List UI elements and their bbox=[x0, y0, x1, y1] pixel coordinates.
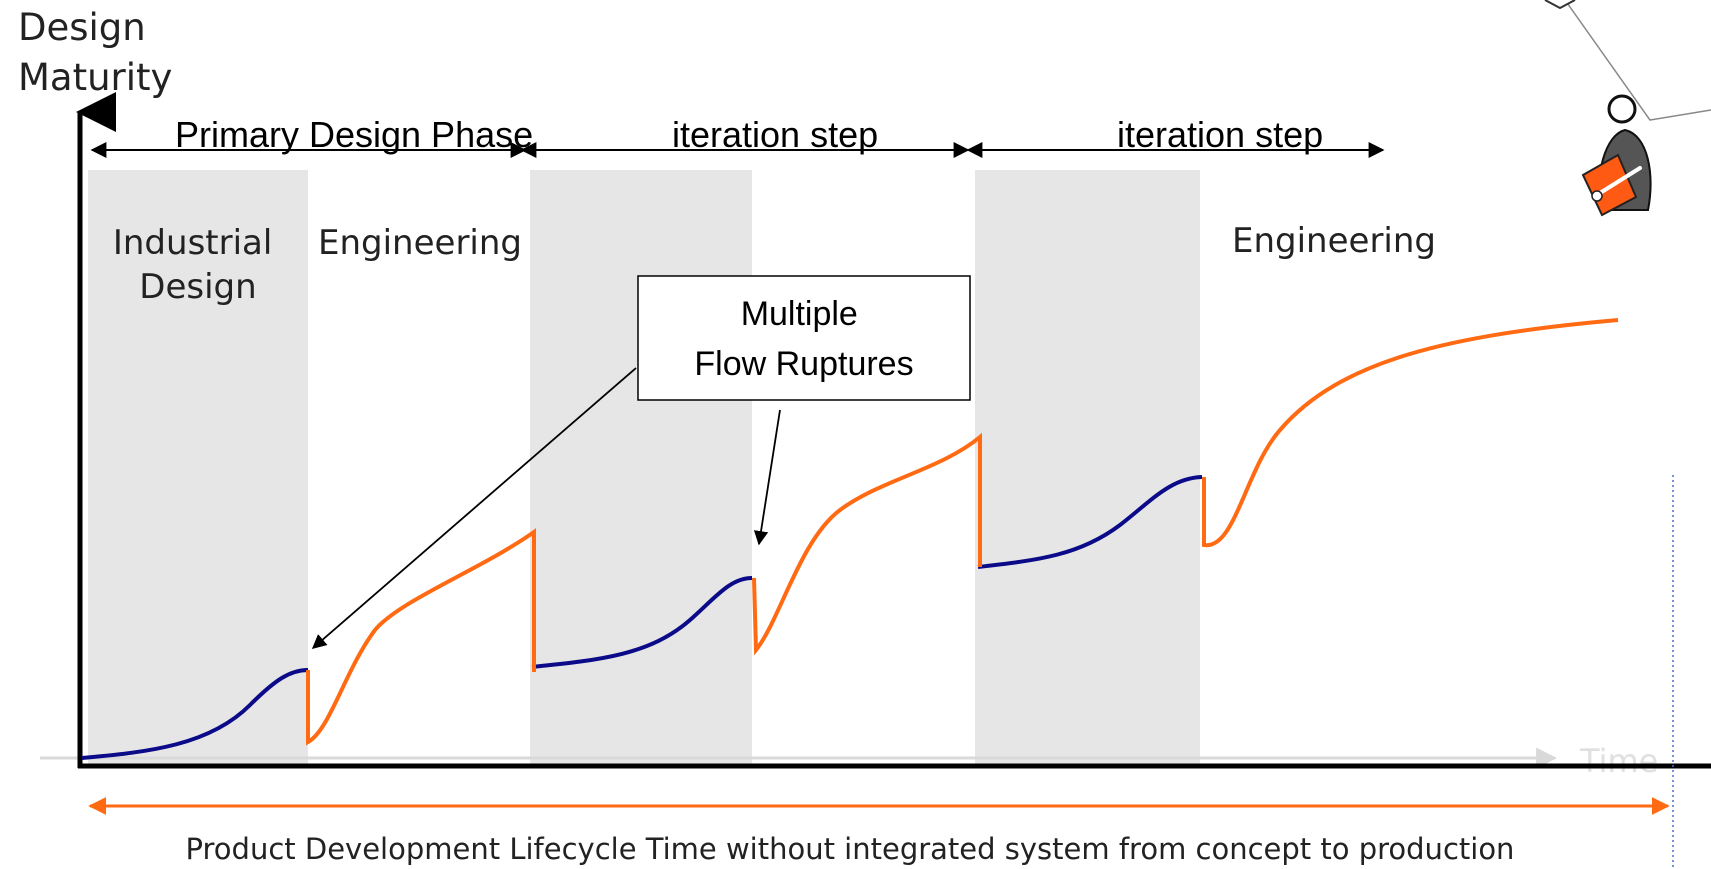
engineering-label-2: Engineering bbox=[1232, 221, 1436, 261]
design-curve-1 bbox=[81, 668, 309, 760]
primary-phase-label: Primary Design Phase bbox=[175, 114, 533, 155]
engineering-curve-3 bbox=[1202, 318, 1619, 548]
callout-pointer-2 bbox=[753, 409, 781, 546]
iteration2-phase-label: iteration step bbox=[1117, 114, 1323, 155]
industrial-design-label-line2: Design bbox=[139, 267, 256, 307]
callout-pointer-1 bbox=[311, 367, 637, 649]
iteration1-phase-label: iteration step bbox=[672, 114, 878, 155]
lifecycle-caption: Product Development Lifecycle Time witho… bbox=[186, 832, 1515, 866]
engineering-curve-2 bbox=[752, 432, 982, 656]
iteration1-design-band bbox=[530, 170, 752, 768]
callout-line1: Multiple bbox=[741, 295, 858, 333]
callout-pointer-3 bbox=[977, 367, 1164, 461]
industrial-design-band bbox=[88, 170, 308, 768]
engineering-label-1: Engineering bbox=[318, 223, 522, 263]
time-axis-label: Time bbox=[1579, 742, 1658, 780]
industrial-design-label: Industrial Design bbox=[113, 223, 283, 307]
y-axis-label-line1: Design bbox=[18, 6, 146, 49]
engineering-curve-1 bbox=[306, 528, 536, 746]
design-curve-3 bbox=[977, 475, 1203, 569]
person-with-clipboard-icon bbox=[1544, 0, 1711, 217]
y-axis-label-line2: Maturity bbox=[18, 56, 172, 99]
industrial-design-label-line1: Industrial bbox=[113, 223, 272, 263]
flow-ruptures-callout-text: Multiple Flow Ruptures bbox=[694, 295, 913, 383]
flow-ruptures-callout-box bbox=[637, 275, 971, 401]
iteration2-design-band bbox=[975, 170, 1200, 768]
callout-line2: Flow Ruptures bbox=[694, 345, 913, 383]
design-curve-2 bbox=[531, 576, 753, 669]
